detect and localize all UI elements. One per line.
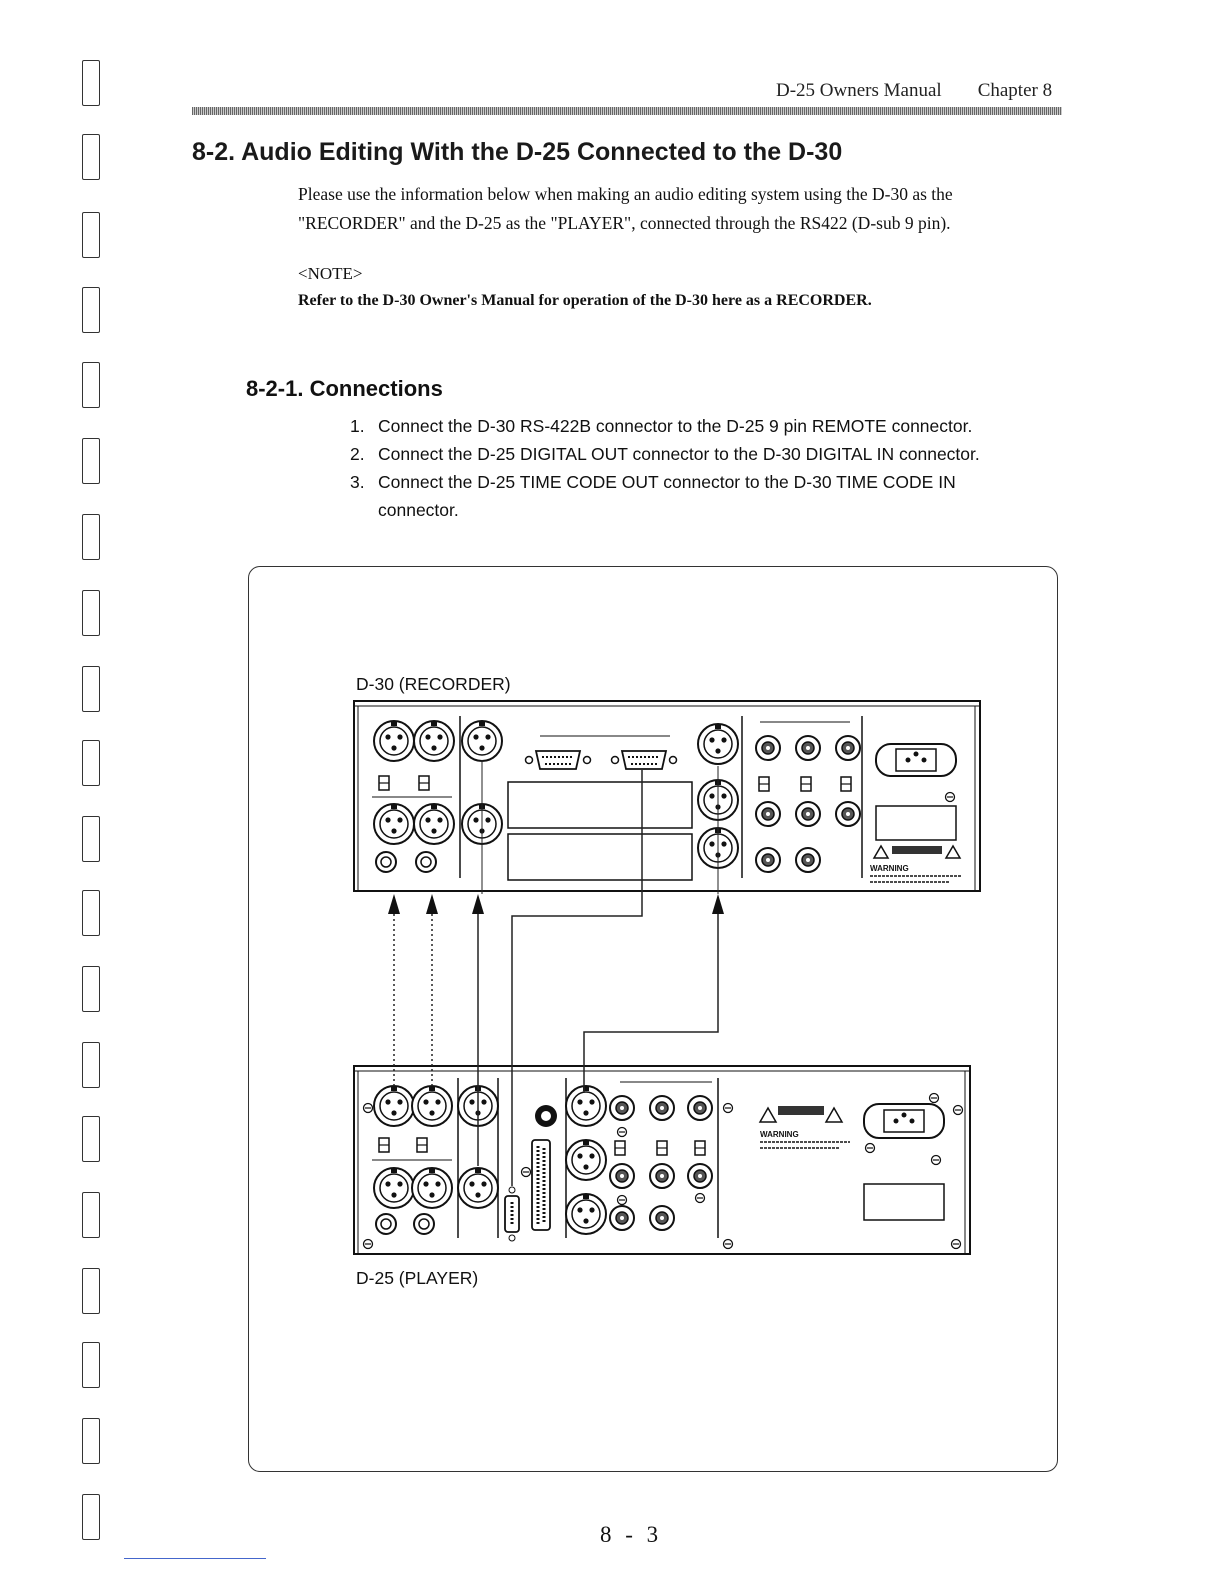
section-title: 8-2. Audio Editing With the D-25 Connect… (192, 138, 843, 166)
binder-mark-10 (82, 740, 100, 786)
binder-mark-20 (82, 1494, 100, 1540)
footer-rule (124, 1558, 266, 1559)
note-text: Refer to the D-30 Owner's Manual for ope… (298, 292, 872, 309)
binder-mark-7 (82, 514, 100, 560)
step-number: 2. (350, 444, 365, 464)
section-intro: Please use the information below when ma… (298, 184, 953, 233)
connection-steps: 1. Connect the D-30 RS-422B connector to … (350, 412, 1040, 524)
binder-mark-9 (82, 666, 100, 712)
connection-cables (393, 760, 719, 1186)
step-item: 2. Connect the D-25 DIGITAL OUT connector… (350, 440, 1040, 468)
subsection-title: 8-2-1. Connections (246, 376, 443, 401)
recorder-warning-text: WARNING (870, 864, 909, 873)
step-item: 3. Connect the D-25 TIME CODE OUT connect… (350, 468, 1040, 524)
binder-mark-17 (82, 1268, 100, 1314)
binder-mark-5 (82, 362, 100, 408)
step-text: Connect the D-25 TIME CODE OUT connector… (378, 472, 956, 520)
recorder-label: D-30 (RECORDER) (356, 674, 511, 694)
player-label: D-25 (PLAYER) (356, 1268, 479, 1288)
note-tag: <NOTE> (298, 264, 363, 283)
binder-mark-18 (82, 1342, 100, 1388)
chapter-label: Chapter 8 (977, 80, 1053, 101)
binder-mark-14 (82, 1042, 100, 1088)
player-warning-text: WARNING (760, 1130, 799, 1139)
binder-mark-12 (82, 890, 100, 936)
step-item: 1. Connect the D-30 RS-422B connector to … (350, 412, 1040, 440)
page-number: 8 - 3 (600, 1522, 663, 1547)
header-rule (192, 107, 1062, 115)
binder-mark-4 (82, 287, 100, 333)
step-text: Connect the D-30 RS-422B connector to th… (378, 416, 973, 436)
player-rear-panel: WARNING (353, 1065, 971, 1255)
step-number: 3. (350, 472, 365, 492)
binder-mark-19 (82, 1418, 100, 1464)
recorder-rear-panel: WARNING (353, 700, 981, 892)
cable-arrows (388, 894, 724, 914)
binder-mark-16 (82, 1192, 100, 1238)
binder-mark-1 (82, 60, 100, 106)
binder-mark-3 (82, 212, 100, 258)
binder-mark-11 (82, 816, 100, 862)
manual-title: D-25 Owners Manual (776, 80, 942, 101)
binder-mark-6 (82, 438, 100, 484)
step-text: Connect the D-25 DIGITAL OUT connector t… (378, 444, 980, 464)
step-number: 1. (350, 416, 365, 436)
figure-frame (248, 566, 1058, 1472)
binder-mark-15 (82, 1116, 100, 1162)
binder-mark-2 (82, 134, 100, 180)
binder-mark-13 (82, 966, 100, 1012)
binder-mark-8 (82, 590, 100, 636)
running-header: D-25 Owners Manual Chapter 8 (776, 80, 1052, 102)
